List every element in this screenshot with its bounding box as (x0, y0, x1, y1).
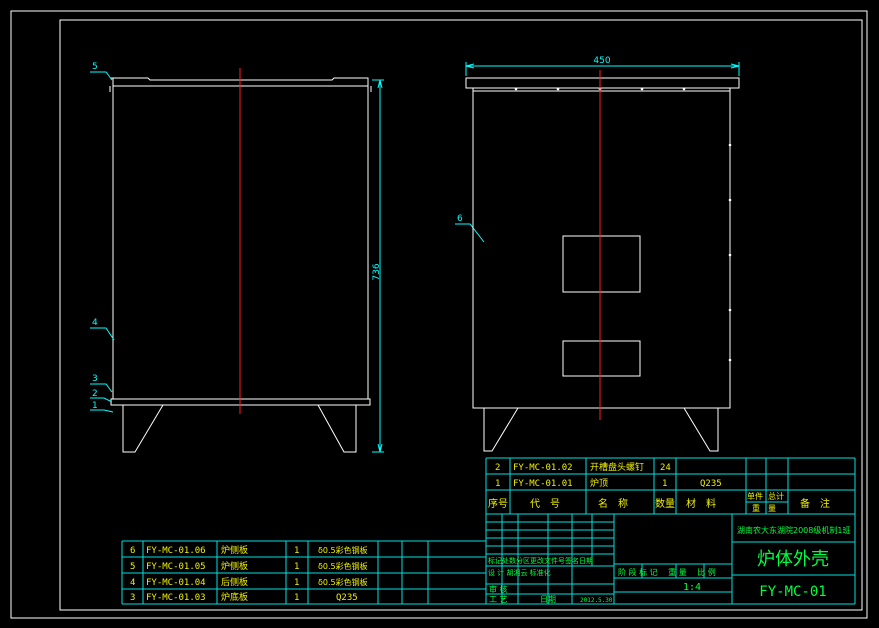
review-label: 审 核 (489, 584, 508, 594)
svg-text:炉侧板: 炉侧板 (221, 544, 248, 556)
design-row: 设 计 胡湘云 标准化 (488, 568, 551, 577)
svg-text:数量: 数量 (655, 497, 675, 510)
svg-text:δ0.5彩色钢板: δ0.5彩色钢板 (318, 561, 368, 571)
svg-text:单件: 单件 (747, 491, 763, 501)
height-dimension-label: 736 (372, 263, 382, 280)
callout-5: 5 (92, 62, 98, 72)
svg-text:FY-MC-01.01: FY-MC-01.01 (513, 479, 573, 489)
svg-text:1: 1 (294, 546, 299, 556)
svg-text:材 料: 材 料 (686, 497, 716, 510)
svg-text:备 注: 备 注 (800, 497, 830, 510)
svg-text:炉底板: 炉底板 (221, 591, 248, 603)
svg-text:1: 1 (294, 578, 299, 588)
svg-text:1: 1 (294, 593, 299, 603)
svg-text:FY-MC-01.04: FY-MC-01.04 (146, 578, 206, 588)
width-dimension (465, 62, 740, 76)
approve-date-label: 日期 (540, 595, 556, 604)
callout-4: 4 (92, 318, 98, 328)
svg-text:FY-MC-01.03: FY-MC-01.03 (146, 593, 206, 603)
bom-top-grid (485, 457, 855, 604)
svg-text:1: 1 (495, 479, 500, 489)
callout-leaders (90, 71, 485, 413)
inner-frame (59, 19, 863, 611)
svg-text:3: 3 (130, 593, 135, 603)
callout-3: 3 (92, 374, 98, 384)
svg-text:4: 4 (130, 578, 135, 588)
svg-text:总计: 总计 (768, 491, 784, 501)
svg-text:FY-MC-01.02: FY-MC-01.02 (513, 463, 573, 473)
bom-top-row-1: 1 FY-MC-01.01 炉顶 1 Q235 (495, 477, 722, 489)
svg-text:重 量: 重 量 (752, 503, 776, 513)
title-block-grid (486, 458, 856, 605)
svg-text:FY-MC-01.05: FY-MC-01.05 (146, 562, 206, 572)
svg-text:炉顶: 炉顶 (590, 477, 608, 489)
bom-bottom-row-6: 6 FY-MC-01.06 炉侧板 1 δ0.5彩色钢板 (130, 544, 368, 556)
svg-text:δ0.5彩色钢板: δ0.5彩色钢板 (318, 577, 368, 587)
outer-frame (10, 10, 868, 619)
svg-text:δ0.5彩色钢板: δ0.5彩色钢板 (318, 545, 368, 555)
bom-bottom-row-3: 3 FY-MC-01.03 炉底板 1 Q235 (130, 591, 358, 603)
process-label: 工 艺 (489, 595, 508, 604)
svg-text:Q235: Q235 (700, 479, 722, 489)
labels-row: 标记处数分区更改文件号签名日期 (488, 556, 593, 565)
svg-text:24: 24 (660, 463, 671, 473)
svg-text:5: 5 (130, 562, 135, 572)
width-dimension-label: 450 (593, 56, 610, 66)
svg-text:代 号: 代 号 (530, 498, 560, 510)
svg-text:开槽盘头螺钉: 开槽盘头螺钉 (590, 461, 644, 473)
svg-text:1: 1 (294, 562, 299, 572)
front-view (465, 77, 740, 452)
svg-text:2: 2 (495, 463, 500, 473)
height-dimension (372, 79, 384, 453)
callout-6: 6 (457, 214, 463, 224)
bom-top-row-2: 2 FY-MC-01.02 开槽盘头螺钉 24 (495, 461, 671, 473)
drawing-title: 炉体外壳 (757, 549, 829, 570)
bom-top-header: 序号 代 号 名 称 数量 材 料 单件 总计 重 量 备 注 (488, 491, 830, 513)
drawing-number: FY-MC-01 (759, 584, 826, 600)
svg-text:炉侧板: 炉侧板 (221, 560, 248, 572)
svg-text:6: 6 (130, 546, 135, 556)
svg-text:1: 1 (662, 479, 667, 489)
approve-date: 2012.5.30 (580, 597, 613, 604)
bom-bottom-row-4: 4 FY-MC-01.04 后侧板 1 δ0.5彩色钢板 (130, 576, 368, 588)
bom-bottom-grid (121, 540, 486, 605)
svg-text:Q235: Q235 (336, 593, 358, 603)
svg-text:名 称: 名 称 (598, 497, 628, 510)
org-name: 湖南农大东湖院2008级机制1班 (737, 525, 850, 535)
svg-text:后侧板: 后侧板 (221, 576, 248, 588)
callout-2: 2 (92, 389, 98, 399)
bom-bottom-row-5: 5 FY-MC-01.05 炉侧板 1 δ0.5彩色钢板 (130, 560, 368, 572)
stage-row: 阶 段 标 记 重 量 比 例 (618, 567, 716, 577)
svg-text:FY-MC-01.06: FY-MC-01.06 (146, 546, 206, 556)
drawing-scale: 1:4 (683, 582, 701, 593)
callout-1: 1 (92, 401, 98, 411)
svg-text:序号: 序号 (488, 497, 508, 510)
